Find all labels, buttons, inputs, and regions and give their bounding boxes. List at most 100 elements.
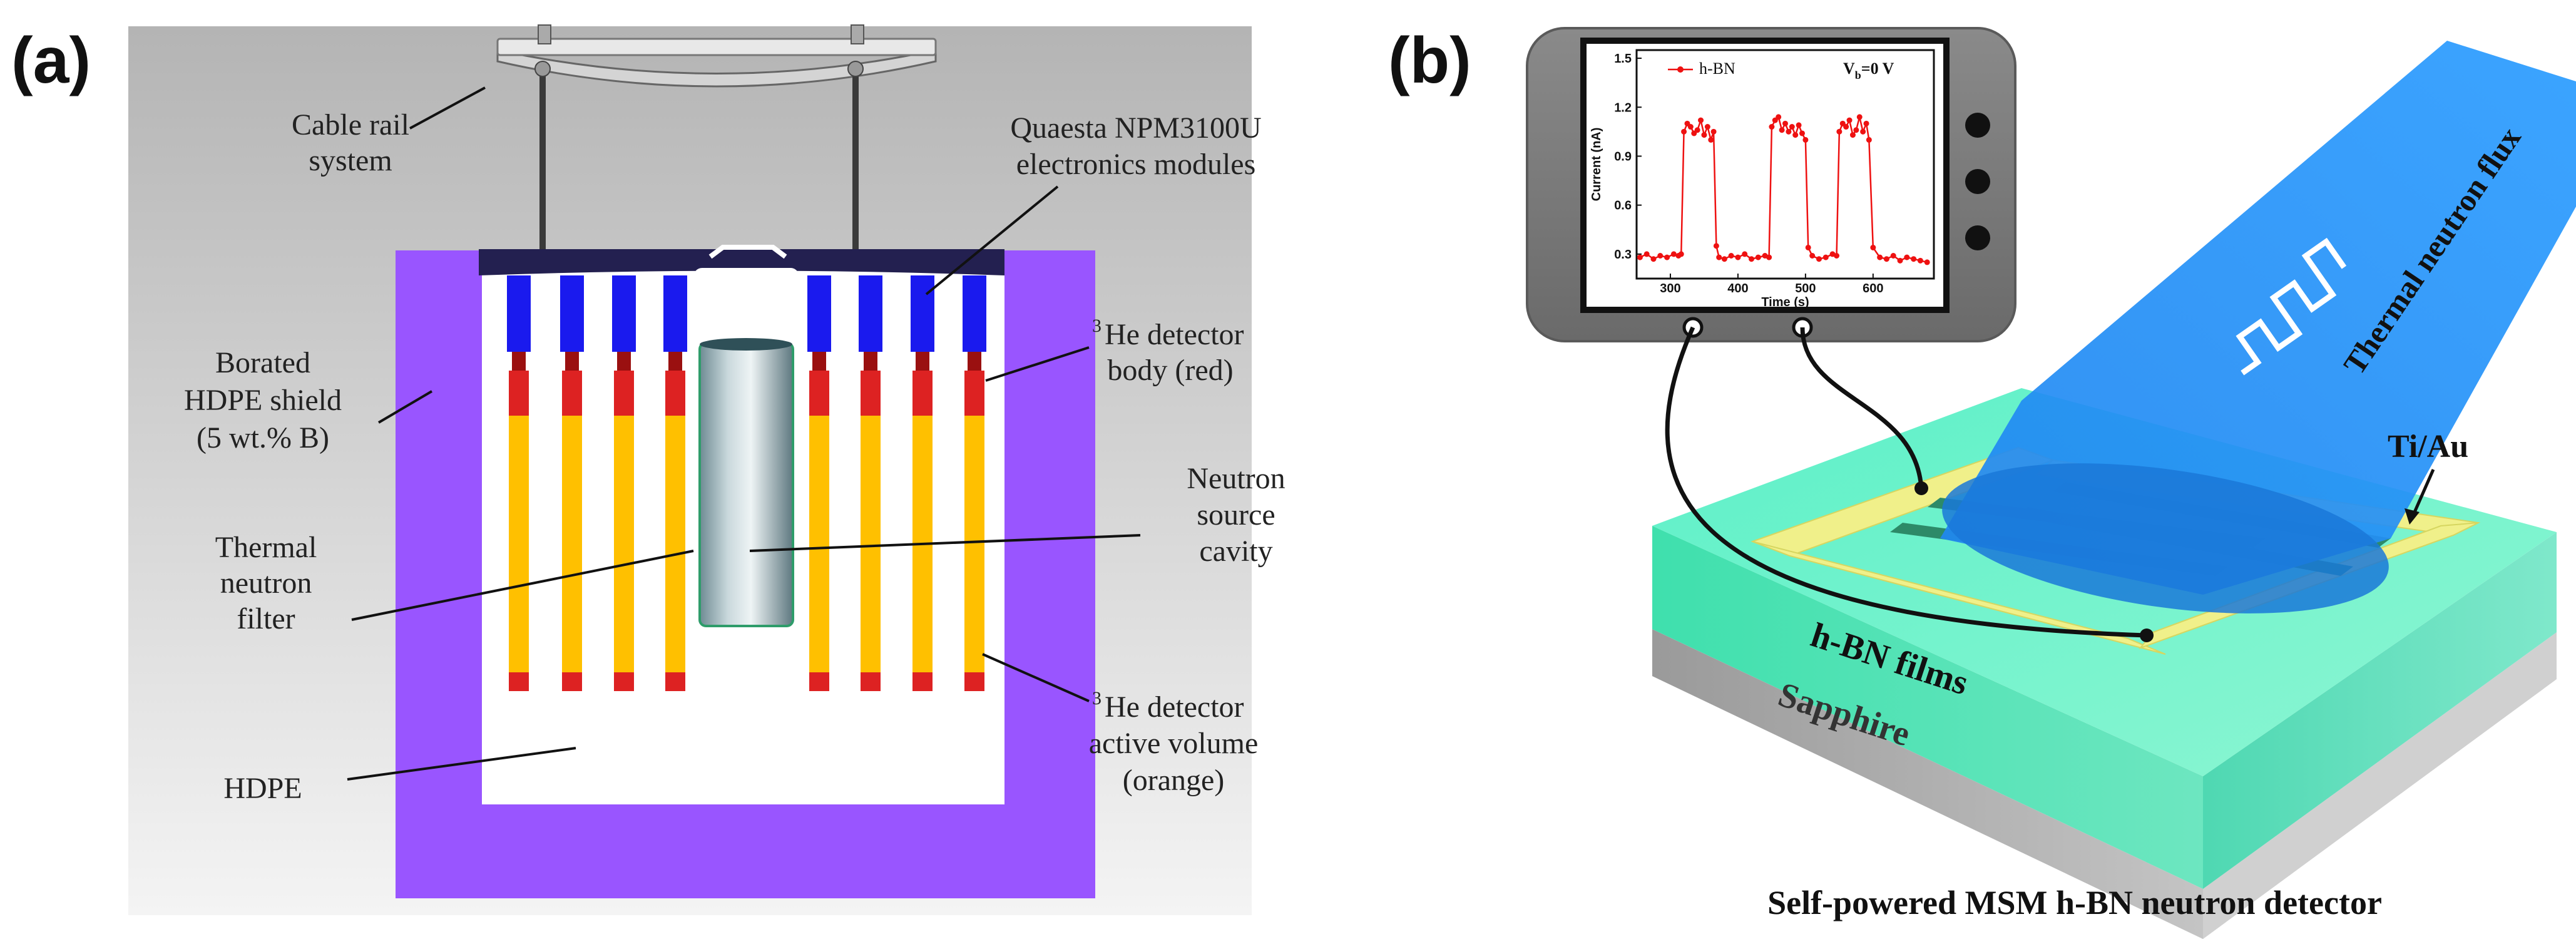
detector-body [964,371,984,416]
x-tick-label: 400 [1727,282,1748,295]
detector-neck [864,352,877,371]
electronics-module [963,275,986,352]
data-point [1678,251,1684,257]
data-point [1687,124,1694,130]
hbn-film-side [2203,532,2557,889]
label-he-body-1: He detector [1105,318,1244,351]
label-cable-rail-2: system [309,144,392,177]
detector-end-cap [614,672,634,691]
data-point [1866,136,1872,143]
data-point [1799,130,1805,136]
data-point [1670,251,1677,257]
data-point [1786,128,1792,135]
data-point [1809,253,1816,259]
data-point [1779,127,1785,133]
data-point [1782,120,1788,126]
y-axis-label: Current (nA) [1590,128,1603,202]
label-borated-3: (5 wt.% B) [197,421,329,454]
caption: Self-powered MSM h-BN neutron detector [1767,884,2382,921]
data-point [1860,128,1866,135]
label-quaesta-1: Quaesta NPM3100U [1010,111,1261,145]
bias-annotation-v: V [1843,59,1855,78]
detector-end-cap [964,672,984,691]
panel-b-tag: (b) [1388,24,1471,97]
data-point [1716,254,1722,260]
data-point [1776,114,1782,120]
probe-tip-1 [1914,481,1928,495]
series-line-h-BN [1639,115,1928,264]
data-point [1816,256,1822,262]
label-he-active-1: He detector [1105,690,1244,724]
y-tick-label: 0.6 [1614,199,1632,213]
monitor-button-1[interactable] [1965,113,1990,138]
panel-a-tag: (a) [11,24,91,97]
detector-mount-plate [479,249,1004,275]
monitor-button-3[interactable] [1965,225,1990,250]
square-wave-icon [2236,237,2347,376]
sapphire-substrate-side [2203,632,2557,939]
monitor-device [1526,27,2016,342]
data-point [1704,124,1710,130]
panel-a-leader-lines [347,86,1141,781]
data-point [1681,128,1687,135]
he3-detector-2 [560,275,584,691]
data-point [1698,117,1704,123]
electronics-module [663,275,687,352]
label-thermal-filter-1: Thermal [215,531,317,564]
probe-tip-2 [2140,629,2154,642]
electronics-module [859,275,882,352]
detector-neck [968,352,981,371]
neutron-source-cavity [698,342,794,627]
data-point [1834,253,1840,259]
he3-detector-6 [859,275,882,691]
y-tick-label: 0.3 [1614,248,1632,262]
detector-end-cap [562,672,582,691]
detector-active-volume [809,416,829,672]
detector-neck [617,352,631,371]
electronics-module [807,275,831,352]
data-point [1846,117,1853,123]
data-point [1789,124,1795,130]
data-point [1657,253,1664,259]
data-point [1805,244,1811,250]
data-point [1863,120,1869,126]
label-neutron-src-3: cavity [1199,535,1272,568]
ti-au-arrowhead [2405,508,2420,525]
label-he-active-2: active volume [1089,727,1259,760]
detector-end-cap [809,672,829,691]
data-point [1713,243,1719,249]
detector-neck [512,352,526,371]
detector-body [614,371,634,416]
data-point [1849,132,1856,138]
electronics-module [560,275,584,352]
detector-active-volume [614,416,634,672]
data-point [1796,122,1802,128]
data-point [1836,128,1843,135]
detector-body [509,371,529,416]
data-point [1802,136,1809,143]
data-point [1766,254,1772,260]
data-point [1769,124,1775,130]
detector-end-cap [912,672,933,691]
electronics-module [507,275,531,352]
data-point [1742,251,1748,257]
data-point [1822,254,1829,260]
monitor-button-2[interactable] [1965,169,1990,194]
sapphire-substrate-front [1652,629,2203,939]
label-he-active-3: (orange) [1123,764,1225,797]
data-point [1749,256,1755,262]
he3-detector-8 [963,275,986,691]
data-point [1911,256,1917,262]
data-point [1897,257,1903,264]
detector-end-cap [665,672,685,691]
electronics-module [612,275,636,352]
detector-active-volume [509,416,529,672]
detector-neck [916,352,929,371]
detector-body [861,371,881,416]
he3-detector-3 [612,275,636,691]
label-thermal-filter-3: filter [237,602,295,635]
data-point [1755,254,1761,260]
label-he-body-2: body (red) [1107,354,1233,387]
data-point [1904,254,1910,260]
